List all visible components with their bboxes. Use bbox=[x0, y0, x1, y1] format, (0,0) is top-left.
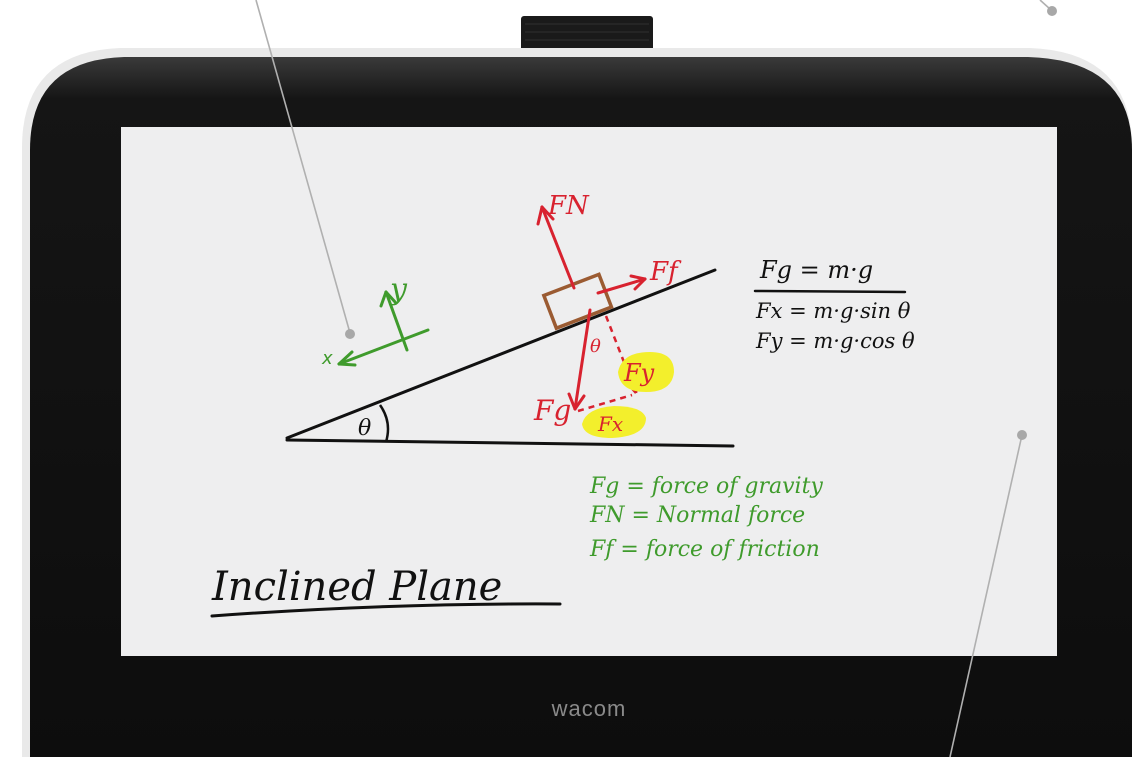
force-normal-label: FN bbox=[547, 191, 590, 221]
equation-gravity: Fg = m·g bbox=[759, 256, 873, 284]
ground-line bbox=[285, 438, 735, 448]
tablet-screen bbox=[121, 127, 1057, 656]
legend-gravity: Fg = force of gravity bbox=[589, 474, 823, 499]
force-friction-arrow: Ff bbox=[596, 257, 682, 295]
callout-dot-top-right bbox=[1047, 6, 1057, 16]
title-underline bbox=[210, 602, 562, 618]
equation-fx: Fx = m·g·sin θ bbox=[755, 299, 911, 323]
force-legend: Fg = force of gravity FN = Normal force … bbox=[589, 474, 823, 562]
force-friction-label: Ff bbox=[649, 257, 682, 287]
angle-arc bbox=[378, 404, 390, 443]
force-component-x-label: Fx bbox=[597, 412, 623, 436]
force-gravity-label: Fg bbox=[533, 394, 571, 427]
equation-fy: Fy = m·g·cos θ bbox=[755, 329, 915, 353]
force-normal-arrow: FN bbox=[536, 191, 590, 290]
callout-pointers bbox=[255, 0, 1057, 757]
axis-y-label: y bbox=[388, 272, 408, 307]
coordinate-axes: y x bbox=[321, 272, 430, 369]
equations: Fg = m·g Fx = m·g·sin θ Fy = m·g·cos θ bbox=[753, 256, 915, 353]
legend-friction: Ff = force of friction bbox=[589, 537, 820, 562]
block-angle-label: θ bbox=[590, 336, 601, 357]
angle-label: θ bbox=[358, 416, 371, 441]
inclined-plane-drawing: θ y x FN Ff bbox=[210, 191, 915, 618]
drawing-title: Inclined Plane bbox=[211, 564, 502, 610]
wacom-logo: wacom bbox=[551, 696, 627, 721]
highlight-fx: Fx bbox=[582, 406, 646, 438]
callout-dot-screen bbox=[1017, 430, 1027, 440]
force-gravity-arrow: Fg bbox=[533, 308, 592, 427]
callout-dot-left bbox=[345, 329, 355, 339]
axis-x-label: x bbox=[321, 348, 333, 369]
force-component-y-label: Fy bbox=[623, 359, 655, 387]
equation-underline bbox=[753, 289, 907, 294]
incline-line bbox=[285, 268, 717, 440]
highlight-fy: Fy bbox=[618, 352, 674, 392]
legend-normal: FN = Normal force bbox=[589, 503, 805, 528]
